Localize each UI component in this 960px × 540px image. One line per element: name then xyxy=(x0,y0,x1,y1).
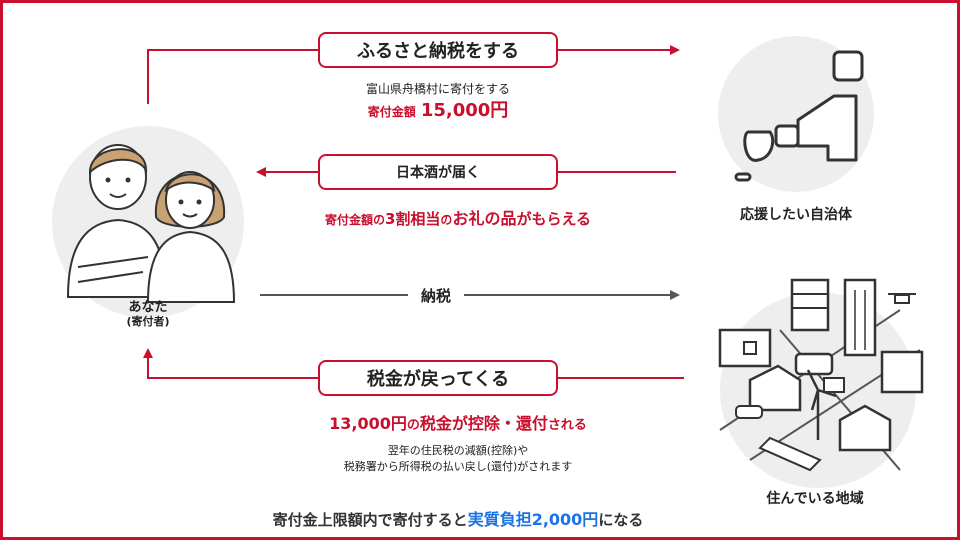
refund-hl-d: される xyxy=(547,418,587,433)
donate-pill: ふるさと納税をする xyxy=(318,32,558,68)
gift-detail-e: がもらえる xyxy=(516,210,592,228)
refund-hl-a: 13,000円 xyxy=(329,414,407,433)
donate-sub: 富山県舟橋村に寄付をする xyxy=(365,82,510,96)
footer-highlight: 実質負担2,000円 xyxy=(467,510,599,529)
gift-pill: 日本酒が届く xyxy=(318,154,558,190)
refund-note-1: 翌年の住民税の減額(控除)や xyxy=(387,444,529,457)
gift-label: 日本酒が届く xyxy=(396,165,480,181)
footer-prefix: 寄付金上限額内で寄付すると xyxy=(272,511,468,529)
refund-note-2: 税務署から所得税の払い戻し(還付)がされます xyxy=(343,460,573,473)
gift-detail-a: 寄付金額の xyxy=(324,213,385,227)
refund-highlight: 13,000円の税金が控除・還付される xyxy=(238,410,678,434)
footer-summary: 寄付金上限額内で寄付すると実質負担2,000円になる xyxy=(178,506,738,530)
donor-illustration xyxy=(52,126,244,318)
town-illustration xyxy=(718,278,924,488)
donate-amount: 寄付金額 15,000円 xyxy=(298,96,578,122)
gift-detail-b: 3割相当 xyxy=(384,210,441,228)
refund-hl-b: の xyxy=(406,418,420,433)
support-municipality-label: 応援したい自治体 xyxy=(740,207,852,223)
footer-suffix: になる xyxy=(598,511,644,529)
japan-map-illustration xyxy=(718,36,874,192)
donate-amount-value: 15,000円 xyxy=(420,100,509,121)
tax-label: 納税 xyxy=(408,285,464,306)
donate-label: ふるさと納税をする xyxy=(357,41,519,62)
gift-detail: 寄付金額の3割相当のお礼の品がもらえる xyxy=(268,205,648,229)
gift-detail-d: お礼の品 xyxy=(452,209,517,228)
home-town-label: 住んでいる地域 xyxy=(766,491,864,507)
donor-label: あなた xyxy=(128,300,168,315)
refund-pill: 税金が戻ってくる xyxy=(318,360,558,396)
donate-amount-label: 寄付金額 xyxy=(367,105,416,119)
donor-sub: (寄付者) xyxy=(126,315,170,328)
refund-label: 税金が戻ってくる xyxy=(366,369,510,390)
refund-hl-c: 税金が控除・還付 xyxy=(419,414,548,433)
gift-detail-c: の xyxy=(440,213,453,227)
